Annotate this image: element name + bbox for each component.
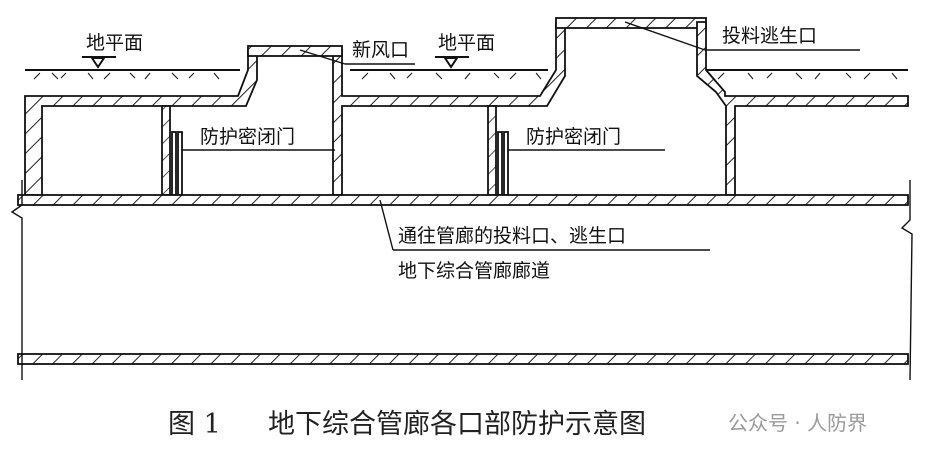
ground-surface bbox=[25, 56, 908, 80]
material-escape-exit-label: 投料逃生口 bbox=[722, 25, 817, 47]
leader-lines bbox=[182, 21, 860, 251]
passage-label: 通往管廊的投料口、逃生口 bbox=[398, 225, 626, 247]
figure-number: 图 1 bbox=[168, 409, 221, 440]
break-lines bbox=[10, 180, 913, 381]
ground-label-left: 地平面 bbox=[86, 32, 143, 54]
figure-title: 地下综合管廊各口部防护示意图 bbox=[268, 409, 646, 440]
structure bbox=[17, 17, 909, 365]
watermark: 公众号 · 人防界 bbox=[728, 411, 867, 435]
blast-door-label-left: 防护密闭门 bbox=[200, 126, 295, 148]
corridor-label: 地下综合管廊廊道 bbox=[398, 260, 550, 282]
fresh-air-inlet-label: 新风口 bbox=[352, 39, 409, 61]
ground-label-right: 地平面 bbox=[438, 32, 495, 54]
blast-door-label-right: 防护密闭门 bbox=[526, 126, 621, 148]
